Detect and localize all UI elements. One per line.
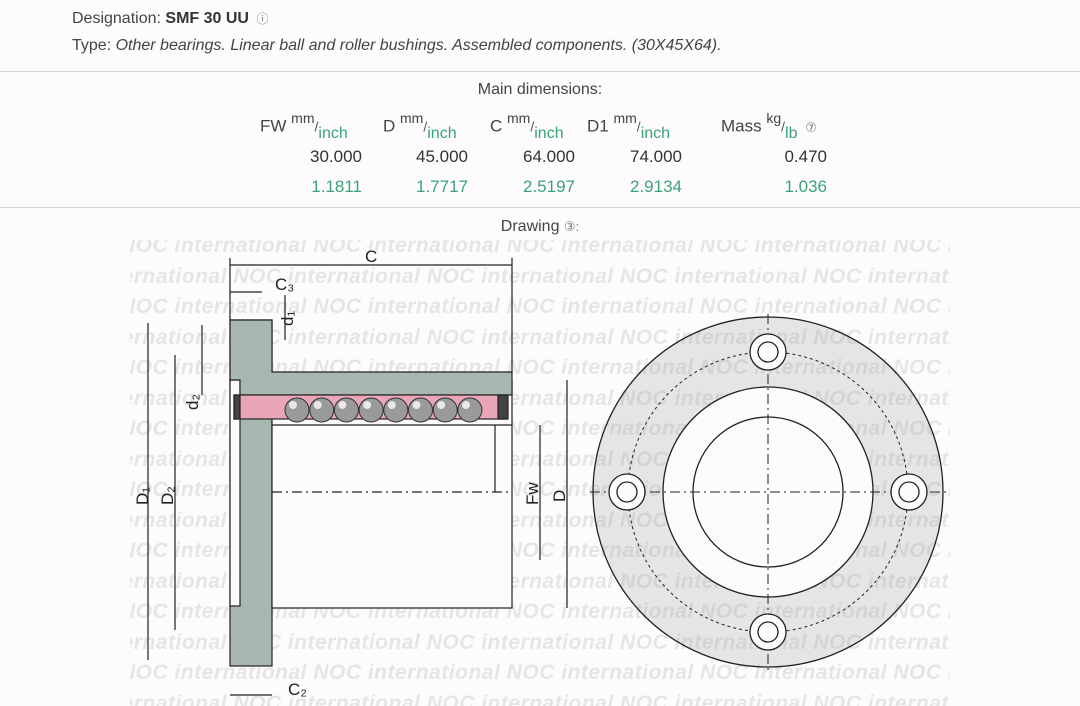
bolt-hole-left-inner [616, 481, 638, 503]
label-c3: C₃ [275, 275, 294, 294]
label-Fw: Fw [523, 482, 542, 505]
ball-highlight [387, 401, 396, 409]
main-dimensions-title: Main dimensions: [477, 81, 603, 98]
value-c-inch: 2.5197 [523, 177, 575, 196]
label-D1: D₁ [133, 487, 152, 505]
col-label-mass: Mass [721, 116, 762, 136]
ball [333, 397, 359, 423]
col-head-c: C mm/inch [490, 110, 564, 142]
ball-highlight [289, 401, 297, 409]
ball [358, 397, 384, 423]
ball-highlight [338, 401, 347, 409]
ball [383, 397, 409, 423]
watermark-row: NOC international NOC international NOC … [130, 630, 950, 654]
col-label-c: C [490, 116, 503, 136]
watermark-row: NOC international NOC international NOC … [130, 691, 950, 706]
col-head-d1: D1 mm/inch [587, 110, 671, 142]
bearing-drawing: NOC international NOC international NOC … [130, 240, 950, 706]
label-D: D [550, 490, 569, 502]
col-head-fw: FW mm/inch [260, 110, 348, 142]
help-icon[interactable]: ⑦ [805, 119, 817, 135]
value-d1-inch: 2.9134 [630, 177, 682, 196]
side-view [147, 258, 568, 696]
ball [309, 397, 335, 423]
ball-highlight [363, 401, 372, 409]
label-c: C [365, 247, 377, 266]
value-fw-inch: 1.1811 [311, 177, 362, 196]
bolt-hole-top-inner [757, 341, 779, 363]
watermark-row: NOC international NOC international NOC … [130, 240, 950, 257]
drawing-info-icon[interactable]: ③: [563, 219, 580, 234]
ball-highlight [313, 401, 322, 409]
ball-highlight [412, 401, 421, 409]
unit-kg: kg [766, 110, 782, 126]
divider [0, 71, 1080, 72]
seal-end [497, 394, 509, 420]
value-d-mm: 45.000 [416, 147, 468, 166]
designation-label: Designation: [72, 10, 161, 27]
value-fw-mm: 30.000 [310, 147, 362, 166]
type-label: Type: [72, 37, 112, 54]
type-value: Other bearings. Linear ball and roller b… [115, 37, 722, 54]
dim-labels: C C₃ C₂ d₁ d₂ D₁ D₂ Fw D [133, 247, 569, 699]
divider [0, 207, 1080, 208]
value-mass-kg: 0.470 [784, 147, 827, 166]
unit-inch: inch [427, 124, 457, 142]
ball-highlight [437, 401, 446, 409]
drawing-title: Drawing ③: [0, 218, 1080, 236]
designation-value: SMF 30 UU [165, 10, 249, 27]
label-D2: D₂ [158, 486, 177, 505]
ball [457, 397, 483, 423]
ball [432, 397, 458, 423]
value-c-mm: 64.000 [523, 147, 575, 166]
ball-row [284, 397, 483, 423]
value-mass-lb: 1.036 [784, 177, 827, 196]
label-d2: d₂ [183, 394, 202, 410]
info-icon[interactable]: ⓘ [256, 12, 269, 26]
col-label-d1: D1 [587, 116, 609, 136]
ball [284, 397, 310, 423]
unit-inch: inch [534, 124, 564, 142]
unit-mm: mm [291, 110, 315, 126]
col-label-fw: FW [260, 116, 287, 136]
watermark-row: NOC international NOC international NOC … [130, 264, 950, 288]
value-d1-mm: 74.000 [630, 147, 682, 166]
unit-inch: inch [640, 124, 671, 142]
unit-mm: mm [613, 110, 637, 126]
col-head-d: D mm/inch [383, 110, 457, 142]
housing-section [229, 319, 513, 396]
watermark-row: NOC international NOC international NOC … [130, 295, 950, 318]
value-d-inch: 1.7717 [416, 177, 468, 196]
seal-end [233, 394, 241, 420]
unit-lb: lb [785, 124, 798, 142]
label-d1: d₁ [278, 311, 297, 326]
ball-highlight [461, 401, 470, 409]
unit-mm: mm [400, 110, 424, 126]
ball [408, 397, 433, 423]
bolt-hole-bottom-inner [757, 621, 779, 643]
technical-drawing: C C₃ C₂ d₁ d₂ D₁ D₂ Fw D [133, 247, 948, 699]
label-c2: C₂ [288, 680, 307, 699]
col-label-d: D [383, 116, 396, 136]
drawing-title-text: Drawing [500, 218, 560, 235]
bolt-hole-right-inner [898, 481, 920, 503]
unit-mm: mm [507, 110, 531, 126]
watermark-row: NOC international NOC international NOC … [130, 325, 950, 349]
front-view [590, 314, 948, 672]
unit-inch: inch [318, 124, 348, 142]
type-line: Type: Other bearings. Linear ball and ro… [72, 37, 722, 55]
watermark-row: NOC international NOC international NOC … [130, 661, 950, 684]
col-head-mass: Mass kg/lb ⑦ [721, 110, 817, 142]
designation-line: Designation: SMF 30 UU ⓘ [72, 10, 268, 28]
